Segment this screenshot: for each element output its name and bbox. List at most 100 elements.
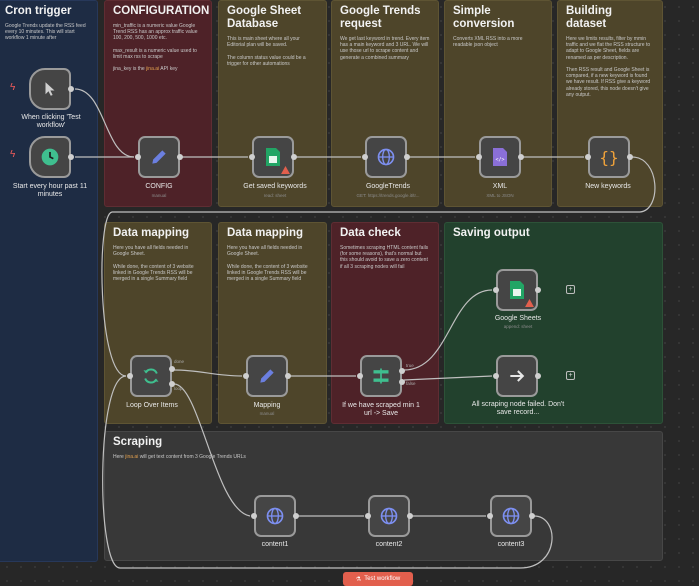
node-all-scraping-failed[interactable]: [493, 355, 541, 397]
loop-icon: [139, 364, 163, 388]
input-port[interactable]: [243, 373, 249, 379]
trigger-bolt-icon: ϟ: [10, 149, 16, 160]
node-schedule-trigger[interactable]: [29, 136, 74, 178]
node-label: GoogleTrends: [365, 183, 411, 190]
globe-icon: [263, 504, 287, 528]
input-port[interactable]: [487, 513, 493, 519]
add-node-button[interactable]: +: [566, 285, 575, 294]
input-port[interactable]: [127, 373, 133, 379]
input-port[interactable]: [585, 154, 591, 160]
input-port[interactable]: [493, 287, 499, 293]
sticky-title: Scraping: [113, 436, 163, 448]
node-xml[interactable]: </>: [476, 136, 524, 178]
output-port[interactable]: [518, 154, 524, 160]
xml-icon: </>: [488, 145, 512, 169]
node-label: Get saved keywords: [243, 183, 307, 190]
input-port[interactable]: [476, 154, 482, 160]
output-port[interactable]: [68, 154, 74, 160]
if-icon: [369, 364, 393, 388]
input-port[interactable]: [365, 513, 371, 519]
node-loop-over-items[interactable]: [127, 355, 175, 397]
output-port[interactable]: [177, 154, 183, 160]
node-mapping[interactable]: [243, 355, 291, 397]
sticky-title: Saving output: [453, 227, 530, 239]
sticky-body: Here we limits results, filter by mmin t…: [566, 36, 651, 98]
node-label: Mapping: [253, 402, 281, 409]
output-port-true[interactable]: [399, 368, 405, 374]
code-braces-icon: {}: [597, 145, 621, 169]
branch-label-false: false: [406, 381, 416, 386]
output-port[interactable]: [291, 154, 297, 160]
branch-label-true: true: [406, 363, 414, 368]
output-port[interactable]: [68, 86, 74, 92]
node-label: Google Sheets: [494, 315, 542, 322]
output-port[interactable]: [529, 513, 535, 519]
node-label: Start every hour past 11 minutes: [12, 183, 88, 198]
output-port[interactable]: [535, 373, 541, 379]
node-new-keywords[interactable]: {}: [585, 136, 633, 178]
add-node-button[interactable]: +: [566, 371, 575, 380]
node-label: XML: [492, 183, 508, 190]
sticky-body: Here you have all fields needed in Googl…: [227, 245, 308, 283]
node-label: All scraping node failed. Don't save rec…: [471, 401, 565, 416]
input-port[interactable]: [357, 373, 363, 379]
sticky-body: We get last keyword in trend. Every item…: [340, 36, 431, 61]
output-port[interactable]: [285, 373, 291, 379]
jina-link[interactable]: jina.ai: [146, 66, 160, 73]
test-workflow-button[interactable]: ⚗ Test workflow: [343, 572, 413, 586]
trigger-bolt-icon: ϟ: [10, 82, 16, 93]
input-port[interactable]: [493, 373, 499, 379]
warning-icon: [281, 166, 290, 174]
sticky-title: Data check: [340, 227, 401, 239]
input-port[interactable]: [249, 154, 255, 160]
node-label: content1: [261, 541, 289, 548]
test-workflow-label: Test workflow: [364, 576, 401, 582]
clock-icon: [38, 145, 62, 169]
sticky-title: Google Trends request: [340, 5, 421, 30]
pencil-icon: [255, 364, 279, 388]
sticky-title: Building dataset: [566, 5, 612, 30]
node-label: If we have scraped min 1 url -> Save: [342, 402, 420, 417]
sticky-title: Data mapping: [113, 227, 190, 239]
node-label: CONFIG: [145, 183, 173, 190]
output-port[interactable]: [293, 513, 299, 519]
node-google-trends[interactable]: [362, 136, 410, 178]
node-subtitle: XML to JSON: [486, 193, 514, 198]
branch-label-loop: loop: [174, 386, 183, 391]
output-port-done[interactable]: [169, 366, 175, 372]
node-content3[interactable]: [487, 495, 535, 537]
node-subtitle: manual: [151, 193, 167, 198]
node-subtitle: append: sheet: [503, 324, 533, 329]
sticky-body: Google Trends update the RSS feed every …: [5, 23, 88, 42]
input-port[interactable]: [362, 154, 368, 160]
node-content2[interactable]: [365, 495, 413, 537]
output-port[interactable]: [535, 287, 541, 293]
sticky-title: CONFIGURATION: [113, 5, 210, 17]
sticky-body: min_traffic is a numeric value Google Tr…: [113, 23, 198, 73]
output-port-loop[interactable]: [169, 381, 175, 387]
output-port[interactable]: [627, 154, 633, 160]
node-label: content3: [497, 541, 525, 548]
node-config[interactable]: [135, 136, 183, 178]
output-port[interactable]: [407, 513, 413, 519]
sticky-saving-output[interactable]: Saving output: [444, 222, 663, 424]
node-data-check-if[interactable]: [357, 355, 405, 397]
pencil-icon: [147, 145, 171, 169]
input-port[interactable]: [135, 154, 141, 160]
node-label: New keywords: [585, 183, 631, 190]
node-label: content2: [375, 541, 403, 548]
input-port[interactable]: [251, 513, 257, 519]
svg-text:{}: {}: [599, 148, 618, 167]
node-google-sheets[interactable]: [493, 269, 541, 311]
node-manual-trigger[interactable]: [29, 68, 74, 110]
node-get-saved-keywords[interactable]: [249, 136, 297, 178]
node-content1[interactable]: [251, 495, 299, 537]
output-port[interactable]: [404, 154, 410, 160]
sticky-title: Simple conversion: [453, 5, 515, 30]
sticky-body: Sometimes scraping HTML content fails (f…: [340, 245, 430, 270]
output-port-false[interactable]: [399, 379, 405, 385]
jina-link[interactable]: jina.ai: [125, 454, 139, 460]
sticky-title: Data mapping: [227, 227, 304, 239]
svg-text:</>: </>: [495, 157, 504, 163]
